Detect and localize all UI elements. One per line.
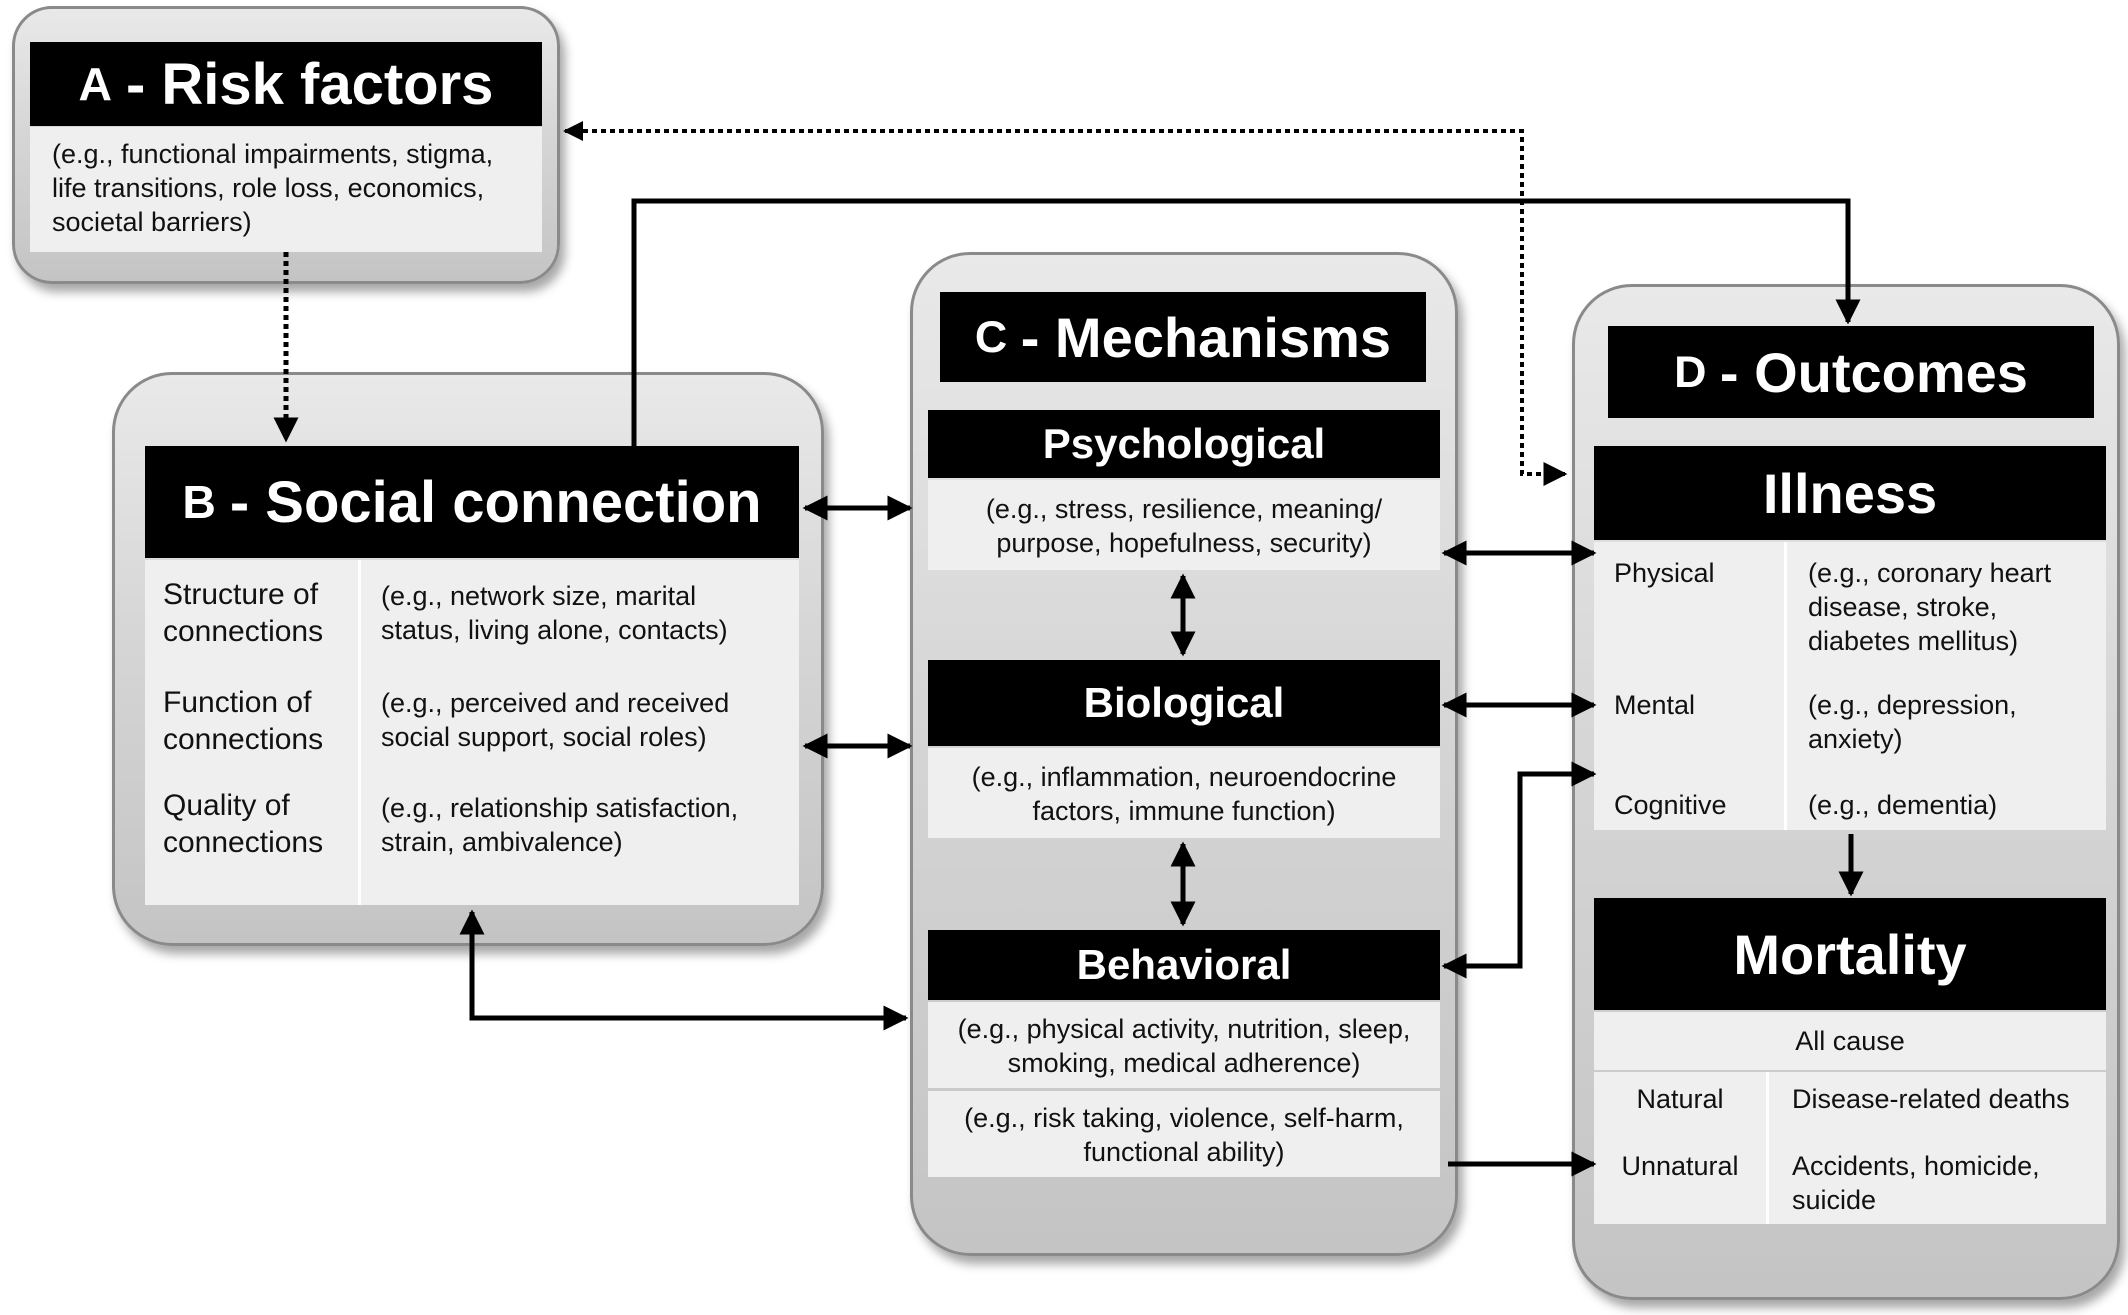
mortality-text-unnatural: Accidents, homicide, suicide xyxy=(1792,1151,2040,1215)
illness-header: Illness xyxy=(1594,446,2106,540)
mortality-body xyxy=(1594,1072,2106,1224)
mortality-all-cause: All cause xyxy=(1795,1026,1905,1056)
arrow-behavioral-cognitive xyxy=(1441,761,1597,979)
illness-label-physical: Physical xyxy=(1614,558,1715,588)
social-row-label-function: Function of connections xyxy=(163,686,324,756)
risk-factors-title: - Risk factors xyxy=(125,51,494,117)
behavioral-header: Behavioral xyxy=(928,930,1440,1000)
mortality-label-unnatural: Unnatural xyxy=(1621,1151,1739,1181)
risk-factors-letter: A xyxy=(78,58,113,110)
mortality-header: Mortality xyxy=(1594,898,2106,1010)
social-row-text-quality: (e.g., relationship satisfaction, strain… xyxy=(381,793,739,857)
illness-label-mental: Mental xyxy=(1614,690,1696,720)
illness-divider xyxy=(1784,542,1787,830)
behavioral-text-1: (e.g., physical activity, nutrition, sle… xyxy=(957,1014,1411,1078)
illness-label-cognitive: Cognitive xyxy=(1614,790,1727,820)
social-connection-body xyxy=(145,560,799,905)
illness-text-mental: (e.g., depression, anxiety) xyxy=(1808,690,2017,754)
psychological-body: (e.g., stress, resilience, meaning/ purp… xyxy=(928,480,1440,570)
biological-body: (e.g., inflammation, neuroendocrine fact… xyxy=(928,748,1440,838)
mortality-all-cause-row: All cause xyxy=(1594,1012,2106,1070)
behavioral-body-2: (e.g., risk taking, violence, self-harm,… xyxy=(928,1091,1440,1177)
social-row-text-function: (e.g., perceived and received social sup… xyxy=(381,688,730,752)
illness-text-physical: (e.g., coronary heart disease, stroke, d… xyxy=(1808,558,2052,656)
social-row-text-structure: (e.g., network size, marital status, liv… xyxy=(381,581,728,645)
social-connection-letter: B xyxy=(182,476,216,528)
arrow-social-to-outcomes xyxy=(631,198,1861,446)
behavioral-text-2: (e.g., risk taking, violence, self-harm,… xyxy=(964,1103,1404,1167)
arrow-risk-to-outcomes xyxy=(563,121,1568,486)
illness-text-cognitive: (e.g., dementia) xyxy=(1808,790,1998,820)
social-row-label-quality: Quality of connections xyxy=(163,789,324,859)
outcomes-title: - Outcomes xyxy=(1719,340,2028,404)
psychological-text: (e.g., stress, resilience, meaning/ purp… xyxy=(985,494,1383,558)
risk-factors-header: A - Risk factors xyxy=(30,42,542,126)
outcomes-header: D - Outcomes xyxy=(1608,326,2094,418)
risk-factors-text: (e.g., functional impairments, stigma, l… xyxy=(52,139,494,237)
social-connection-divider xyxy=(358,560,361,905)
mortality-divider xyxy=(1766,1072,1769,1224)
outcomes-letter: D xyxy=(1674,346,1707,397)
mortality-text-natural: Disease-related deaths xyxy=(1792,1084,2070,1114)
illness-body xyxy=(1594,542,2106,830)
mortality-label-natural: Natural xyxy=(1636,1084,1724,1114)
social-row-label-structure: Structure of connections xyxy=(163,578,324,648)
risk-factors-body: (e.g., functional impairments, stigma, l… xyxy=(30,127,542,252)
biological-text: (e.g., inflammation, neuroendocrine fact… xyxy=(971,762,1397,826)
behavioral-body-1: (e.g., physical activity, nutrition, sle… xyxy=(928,1002,1440,1088)
biological-header: Biological xyxy=(928,660,1440,746)
arrow-social-behavioral xyxy=(459,909,909,1031)
